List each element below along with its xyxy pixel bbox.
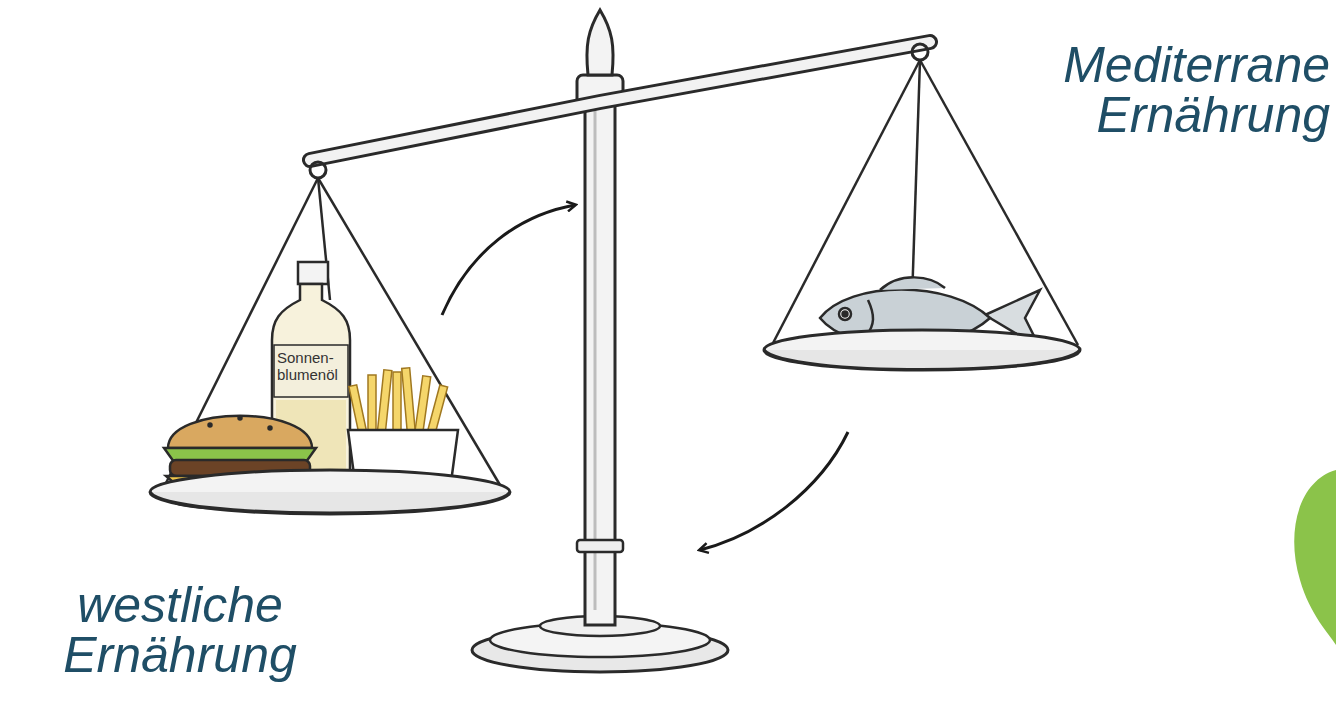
left-hook (310, 162, 326, 178)
right-hook (912, 44, 928, 60)
right-pan-rim (764, 350, 1080, 370)
bottle-label: Sonnen- blumenöl (277, 349, 341, 384)
motion-arrow (442, 205, 575, 315)
scale-beam-inner (310, 42, 930, 160)
right-pan (764, 330, 1080, 370)
left-pan (150, 470, 510, 514)
diet-label: westliche Ernährung (20, 580, 340, 680)
pole-shade (594, 110, 597, 610)
left-pan-rim (150, 492, 510, 513)
pole-finial (587, 10, 613, 75)
motion-arrow (700, 432, 848, 550)
scale-beam (310, 42, 930, 160)
leaf-decoration (1294, 470, 1336, 645)
pole-collar (577, 540, 623, 552)
diet-label: Mediterrane Ernährung (1000, 40, 1330, 140)
